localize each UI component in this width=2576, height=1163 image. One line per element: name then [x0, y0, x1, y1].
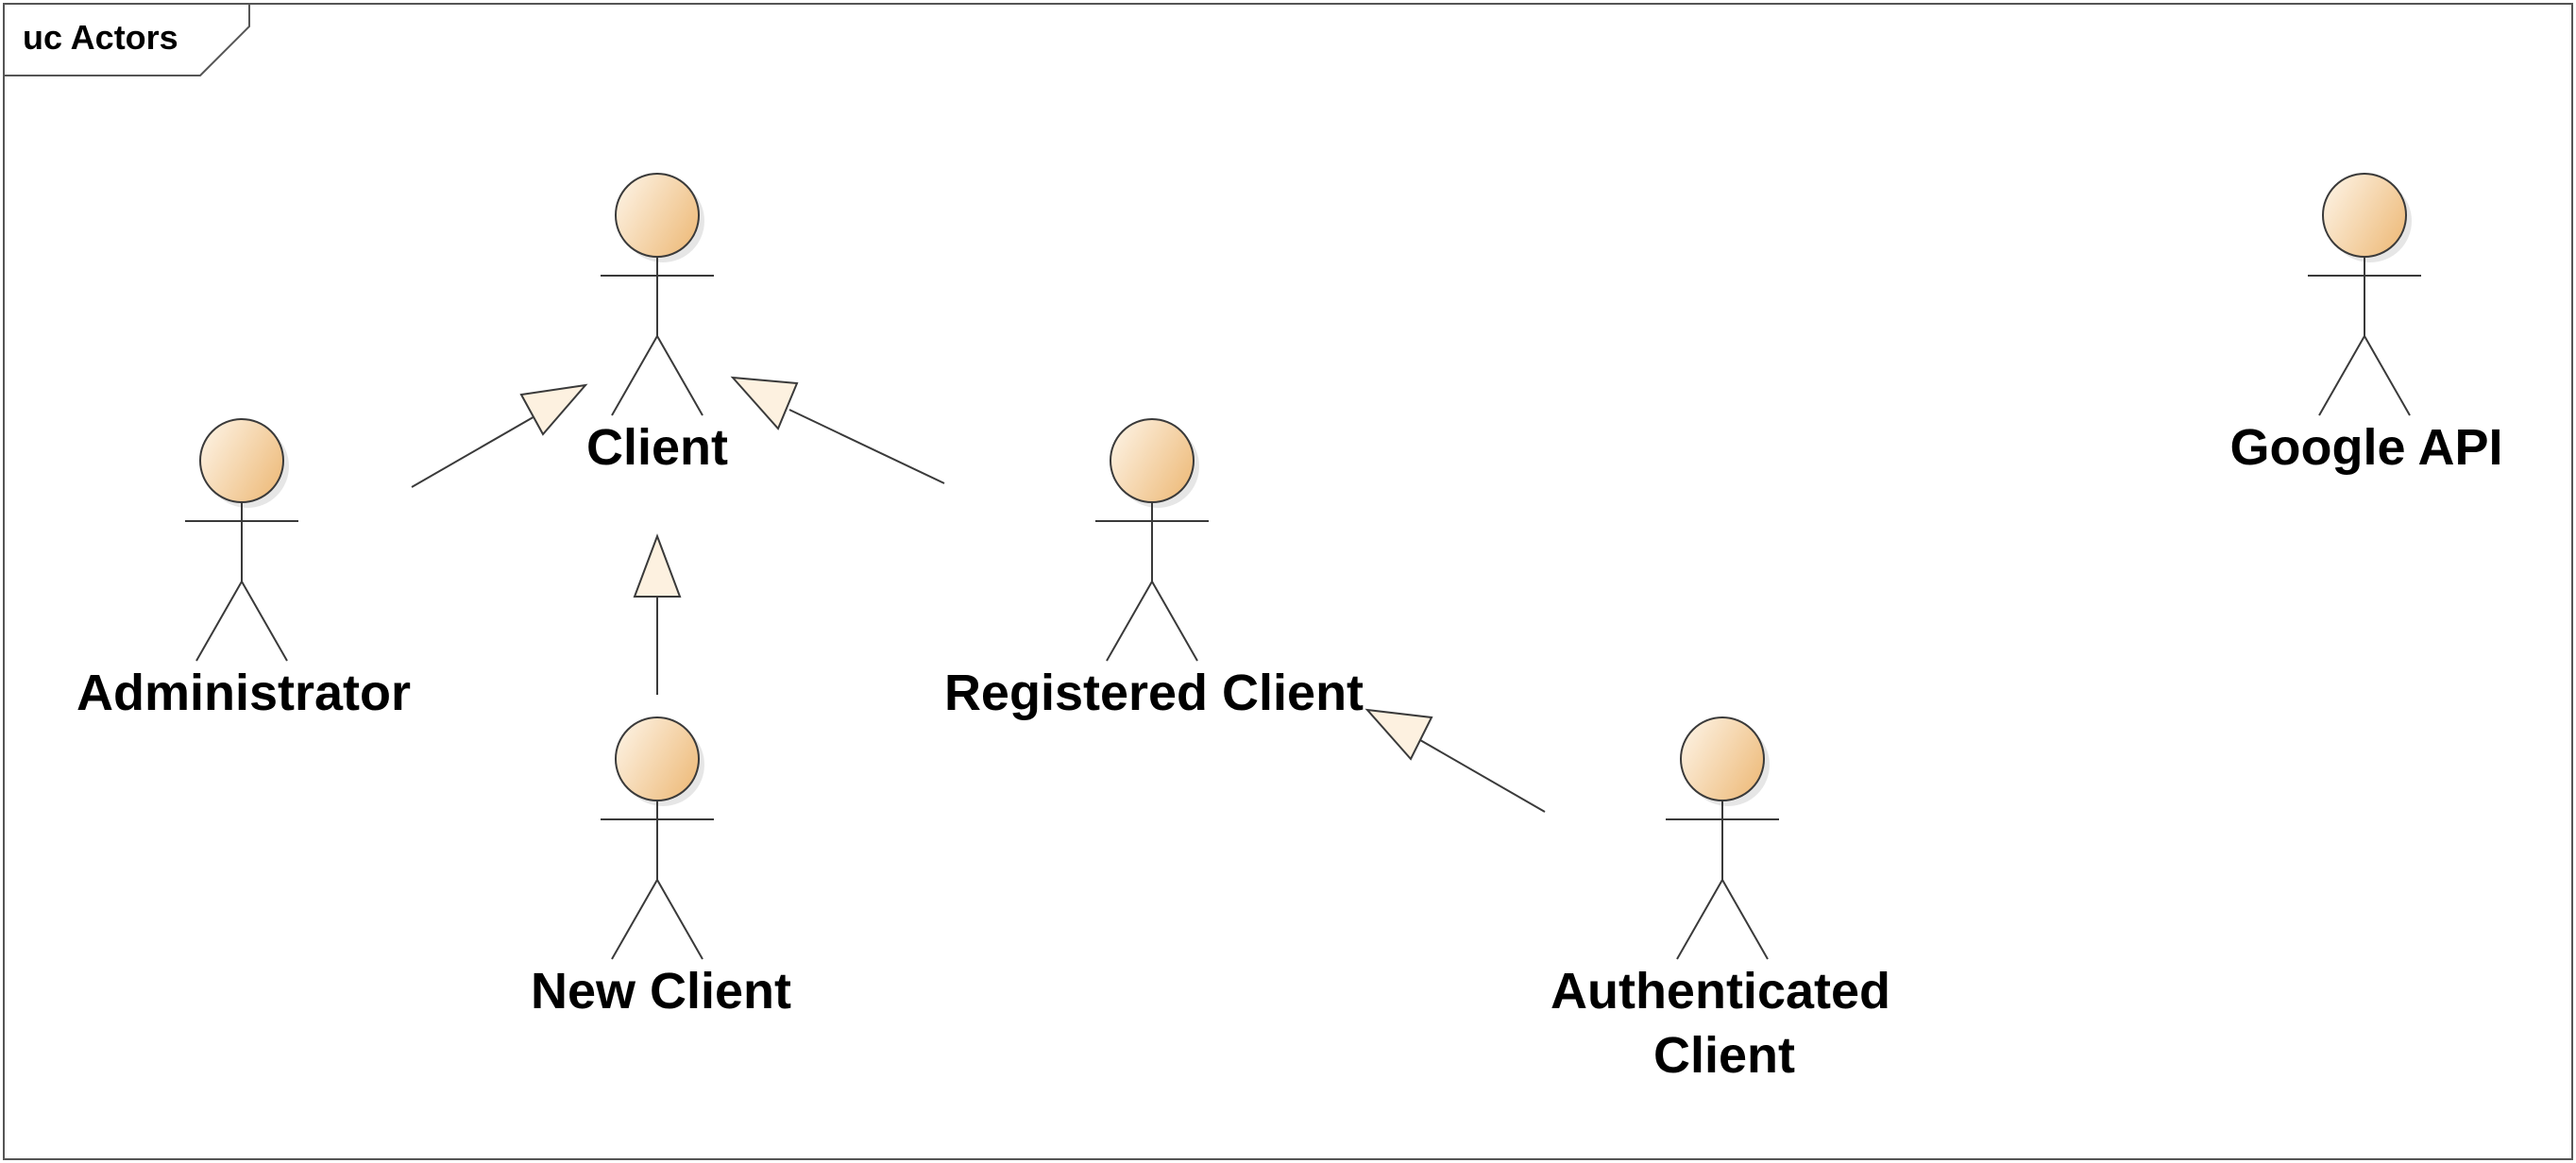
generalization-arrowhead: [633, 533, 682, 598]
actor-icon: [601, 716, 714, 960]
generalization-new-client-client: [633, 533, 682, 695]
actor-label-line-2: Client: [1653, 1027, 1795, 1084]
diagram-frame: uc Actors: [3, 3, 2573, 1160]
generalization-arrowhead: [519, 383, 588, 436]
actor-client[interactable]: Client: [586, 173, 728, 476]
actor-icon: [2308, 173, 2421, 416]
actor-icon: [185, 418, 298, 662]
actor-icon: [601, 173, 714, 416]
actor-label: Administrator: [76, 665, 411, 721]
actor-label: Client: [586, 419, 728, 476]
actor-label: New Client: [531, 963, 791, 1020]
frame-tab: [4, 4, 250, 76]
generalization-authenticated-client-registered-client: [1364, 708, 1546, 813]
frame-title: uc Actors: [23, 18, 178, 57]
actor-label-line-1: Authenticated: [1551, 963, 1890, 1020]
generalization-administrator-client: [411, 383, 588, 488]
generalization-arrowhead: [730, 376, 799, 430]
actor-google-api[interactable]: Google API: [2229, 173, 2503, 476]
generalization-arrowhead: [1364, 708, 1433, 761]
actor-icon: [1666, 716, 1779, 960]
actor-label: Google API: [2229, 419, 2502, 476]
actor-icon: [1095, 418, 1209, 662]
actor-administrator[interactable]: Administrator: [76, 418, 411, 721]
actor-new-client[interactable]: New Client: [531, 716, 791, 1020]
actor-label: Registered Client: [944, 665, 1364, 721]
generalization-registered-client-client: [730, 376, 945, 484]
actor-authenticated-client[interactable]: Authenticated Client: [1551, 716, 1890, 1084]
actor-registered-client[interactable]: Registered Client: [944, 418, 1364, 721]
